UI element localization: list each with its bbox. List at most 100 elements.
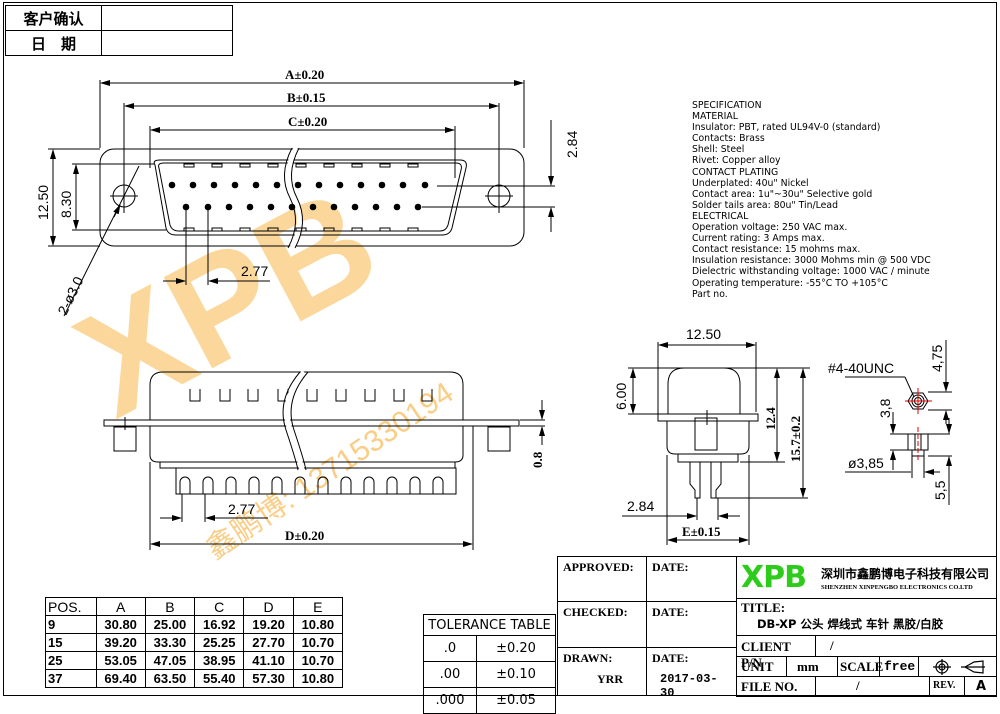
spec-line: Dielectric withstanding voltage: 1000 VA…: [692, 266, 930, 278]
spec-line: Solder tails area: 80u" Tin/Lead: [692, 199, 838, 211]
table-cell: .000: [423, 687, 477, 714]
table-cell: 57.30: [243, 669, 294, 688]
spec-line: Shell: Steel: [692, 144, 745, 156]
tail-offset-label: 2.84: [627, 498, 654, 514]
table-cell: 10.70: [292, 651, 344, 670]
title-label: TITLE:: [741, 600, 786, 615]
checked-cell: CHECKED:: [557, 601, 647, 648]
hw-diameter-label: ø3,85: [848, 455, 884, 471]
hw-dim-a-label: 4,75: [929, 345, 945, 372]
drawn-cell: DRAWN: YRR: [557, 647, 647, 696]
table-row: 15 39.20 33.30 25.25 27.70 10.70: [45, 633, 344, 652]
table-header: C: [194, 597, 245, 616]
table-header: POS.: [45, 597, 97, 616]
company-logo: XPB: [741, 560, 807, 595]
customer-confirm-field[interactable]: [101, 5, 233, 31]
shell-height-label: 6.00: [613, 383, 629, 410]
table-cell: 33.30: [144, 633, 196, 652]
spec-line: Contact area: 1u"~30u" Selective gold: [692, 188, 873, 200]
dim-d-label: D±0.20: [285, 528, 324, 543]
watermark-logo: XPB: [51, 155, 402, 448]
client-pn-label: CLIENT P/N: [736, 635, 816, 670]
dim-a-label: A±0.20: [285, 67, 324, 82]
table-header: A: [95, 597, 146, 616]
flange-thickness-label: 0.8: [530, 451, 545, 468]
table-cell: 25.25: [194, 633, 245, 652]
drawn-date-label: DATE:: [652, 651, 689, 665]
table-cell: 9: [45, 615, 97, 634]
table-cell: 55.40: [194, 669, 245, 688]
hw-length-label: 5,5: [932, 480, 948, 500]
tolerance-table: TOLERANCE TABLE .0 ±0.20 .00 ±0.10 .000 …: [423, 614, 556, 714]
positions-table: POS. A B C D E 9 30.80 25.00 16.92 19.20…: [45, 597, 344, 688]
table-cell: 69.40: [95, 669, 146, 688]
projection-symbol-icon: [933, 659, 985, 675]
spec-line: Rivet: Copper alloy: [692, 155, 781, 167]
table-cell: 15: [45, 633, 97, 652]
spec-line: Underplated: 40u" Nickel: [692, 177, 809, 189]
table-cell: 30.80: [95, 615, 146, 634]
drawn-date-cell: DATE: 2017-03-30: [646, 647, 737, 700]
dim-c-label: C±0.20: [288, 114, 327, 129]
rev-value: A: [964, 676, 997, 697]
hw-dim-b-label: 3,8: [877, 398, 893, 418]
unit-value: mm: [786, 656, 838, 677]
drawn-label: DRAWN:: [563, 651, 613, 665]
spec-line: Contact resistance: 15 mohms max.: [692, 244, 861, 256]
table-row: .00 ±0.10: [423, 661, 556, 688]
table-cell: 10.80: [292, 615, 344, 634]
customer-confirm-block: 客户确认 日 期: [5, 5, 233, 56]
table-cell: 10.70: [292, 633, 344, 652]
table-cell: 41.10: [243, 651, 294, 670]
table-cell: ±0.10: [476, 661, 556, 688]
table-cell: .00: [423, 661, 477, 688]
table-header-row: POS. A B C D E: [45, 597, 344, 616]
spec-line: Part no.: [692, 288, 728, 300]
watermark-text: 鑫鹏博: 13715330194: [200, 376, 459, 566]
table-cell: 16.92: [194, 615, 245, 634]
table-row: .000 ±0.05: [423, 687, 556, 714]
file-no-label: FILE NO.: [736, 676, 816, 697]
table-cell: .0: [423, 635, 477, 662]
table-cell: 63.50: [144, 669, 196, 688]
table-cell: ±0.05: [476, 687, 556, 714]
front-pin-pitch-label: 2.77: [228, 501, 255, 517]
approved-label: APPROVED:: [563, 560, 634, 574]
spec-line: MATERIAL: [692, 111, 738, 123]
table-cell: ±0.20: [476, 635, 556, 662]
height-inner-label: 8.30: [58, 191, 74, 218]
table-header: E: [292, 597, 344, 616]
dim-b-label: B±0.15: [287, 90, 326, 105]
file-no-value[interactable]: /: [815, 676, 930, 697]
table-header: D: [243, 597, 294, 616]
table-cell: 27.70: [243, 633, 294, 652]
date-field[interactable]: [101, 30, 233, 56]
spec-line: Contacts: Brass: [692, 133, 765, 145]
table-cell: 39.20: [95, 633, 146, 652]
pin-pitch-label: 2.77: [241, 263, 268, 279]
table-row: .0 ±0.20: [423, 635, 556, 662]
center-lines: [905, 388, 932, 462]
spec-line: Insulator: PBT, rated UL94V-0 (standard): [692, 122, 881, 134]
table-cell: 10.80: [292, 669, 344, 688]
drawn-value: YRR: [597, 672, 623, 686]
checked-label: CHECKED:: [563, 605, 628, 619]
spec-line: Operating temperature: -55°C TO +105°C: [692, 277, 888, 289]
company-name-en: SHENZHEN XINPENGBO ELECTRONICS CO.LTD: [821, 584, 973, 591]
client-pn-value[interactable]: /: [815, 635, 997, 657]
technical-drawing: XPB 鑫鹏博: 13715330194: [35, 67, 952, 566]
rev-label: REV.: [929, 676, 965, 697]
approved-date-label: DATE:: [652, 560, 689, 574]
total-height-label: 15.7±0.2: [788, 416, 803, 462]
spec-line: Insulation resistance: 3000 Mohms min @ …: [692, 255, 931, 267]
unit-label: UNIT: [736, 656, 787, 677]
tolerance-title: TOLERANCE TABLE: [423, 614, 556, 636]
contact-pins: [168, 181, 429, 211]
table-cell: 47.05: [144, 651, 196, 670]
table-cell: 25: [45, 651, 97, 670]
table-header: B: [144, 597, 196, 616]
title-cell: TITLE: DB-XP 公头 焊线式 车针 黑胶/白胶: [736, 598, 997, 636]
watermark: XPB 鑫鹏博: 13715330194: [51, 155, 459, 566]
table-row: 25 53.05 47.05 38.95 41.10 10.70: [45, 651, 344, 670]
table-cell: 19.20: [243, 615, 294, 634]
